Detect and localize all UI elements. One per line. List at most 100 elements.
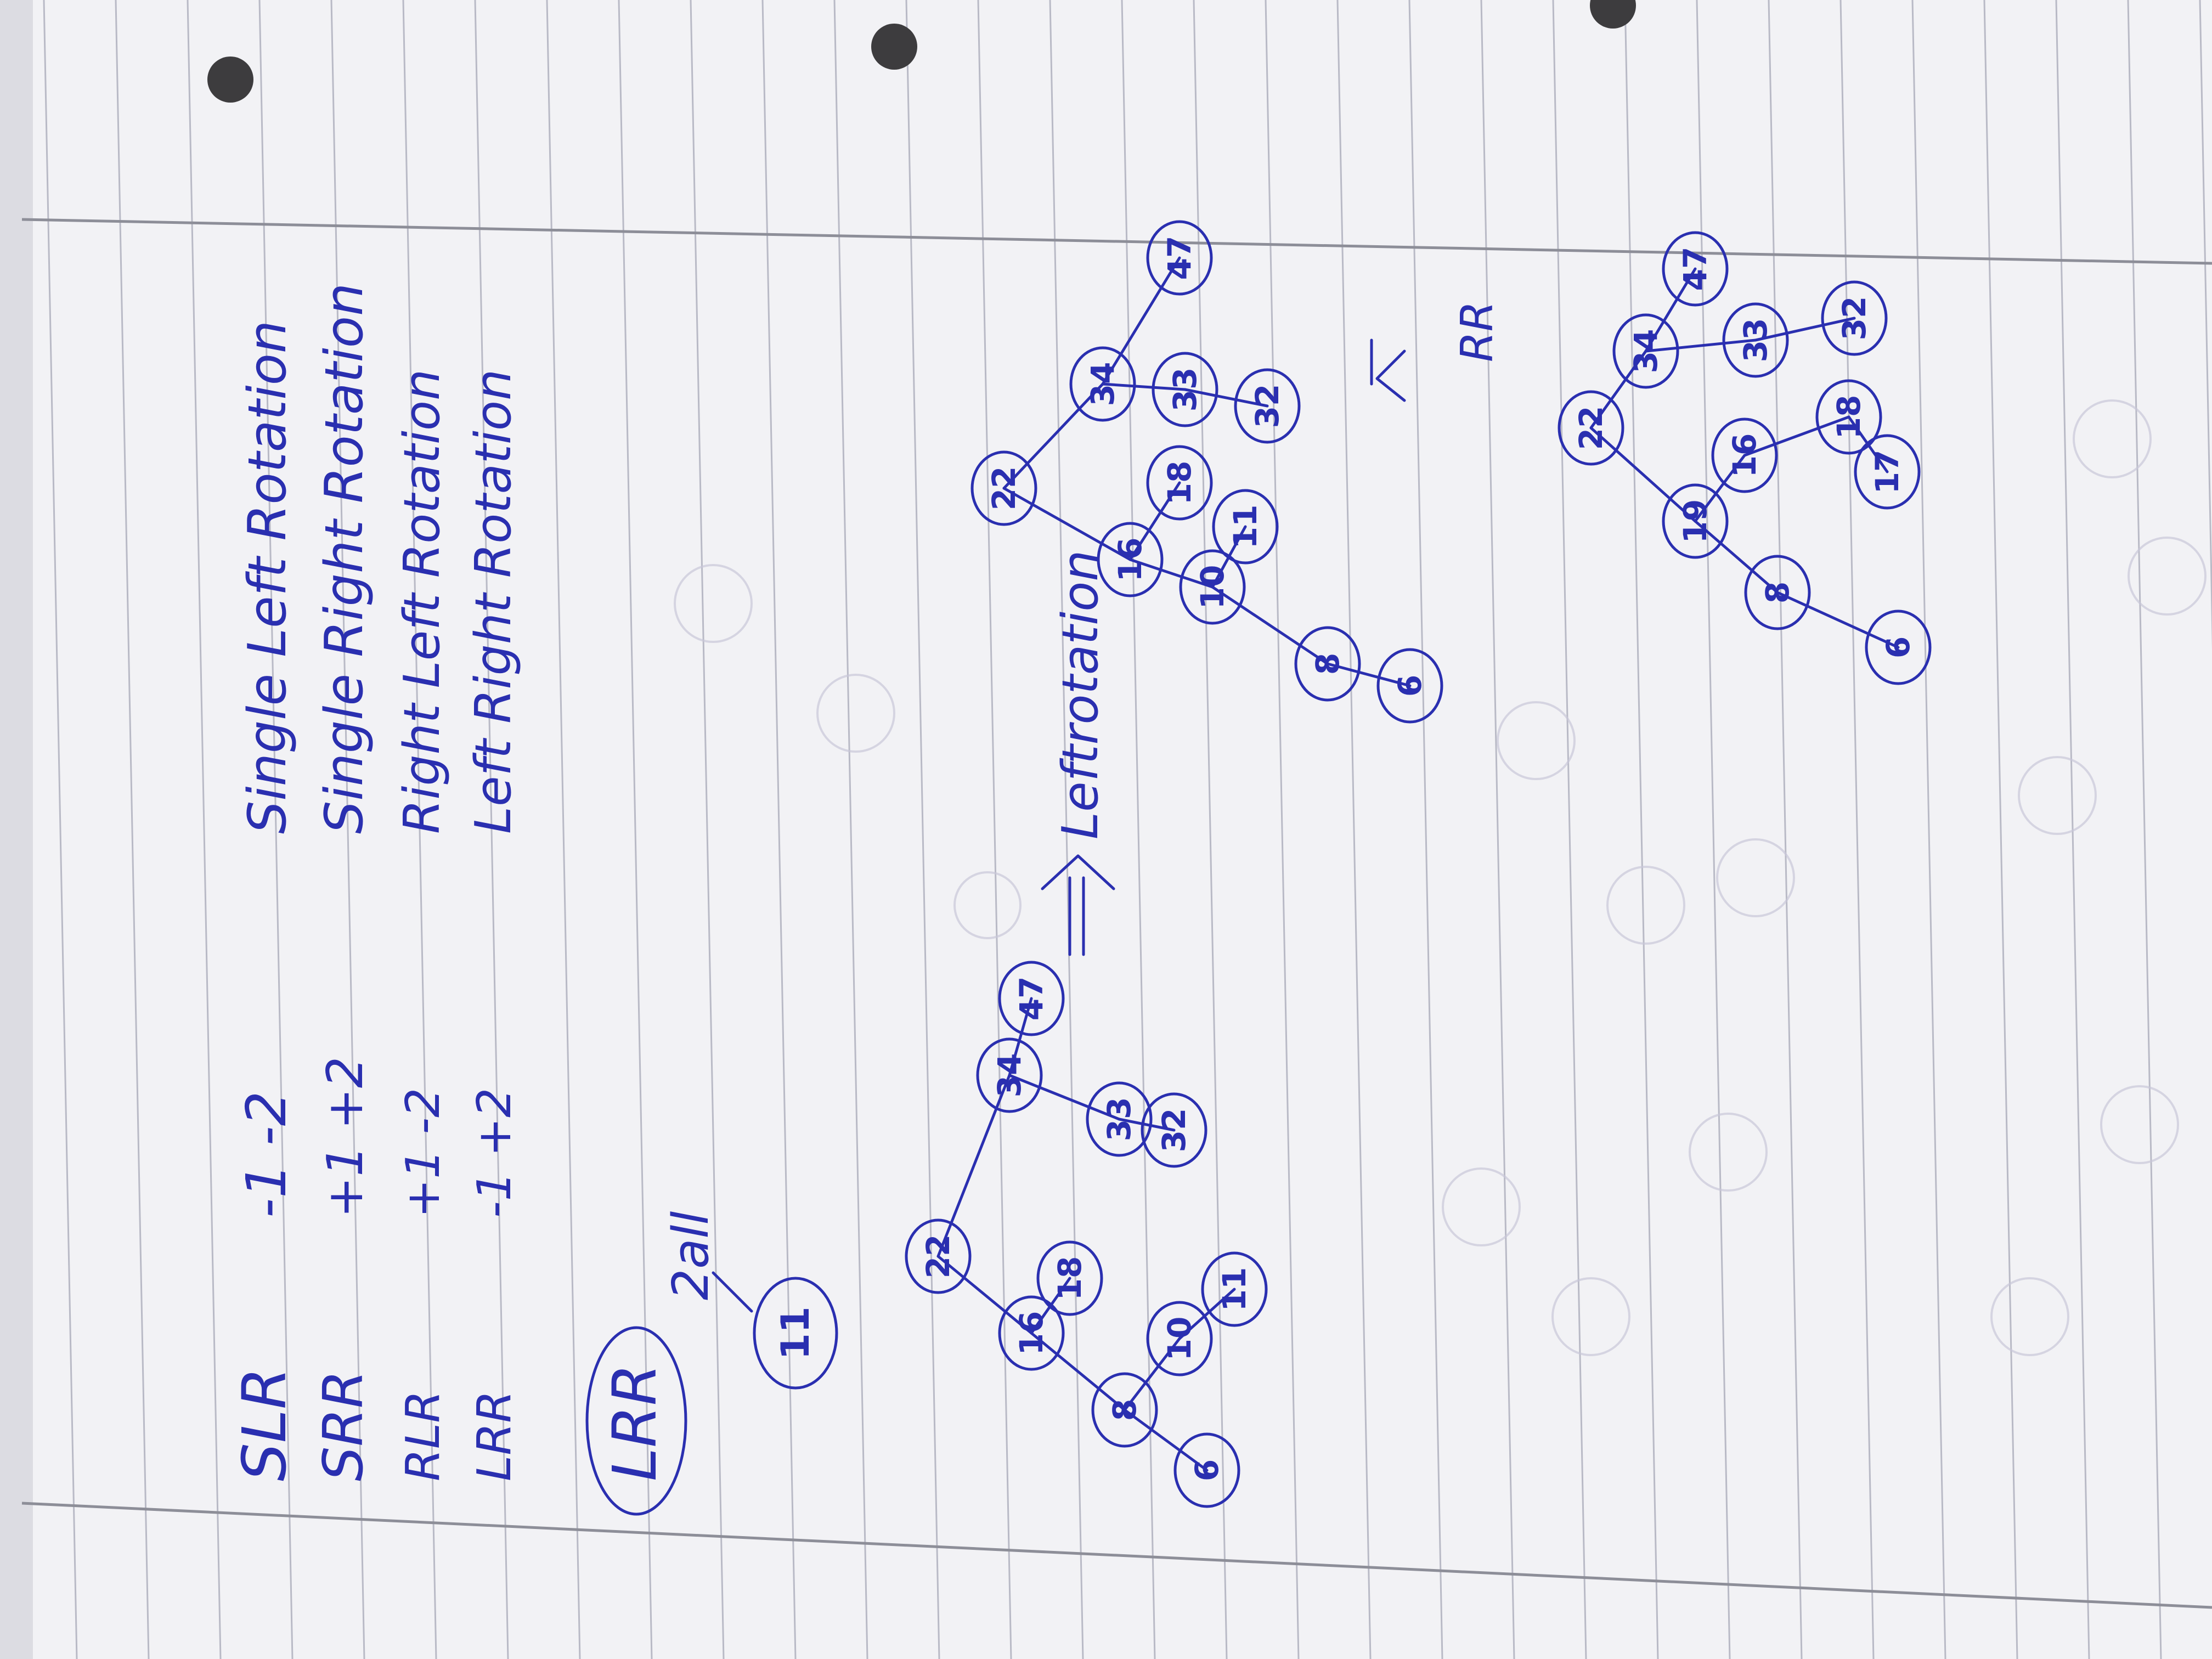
- ruled-line: [833, 0, 868, 1659]
- tree-node: [1173, 1432, 1240, 1508]
- tree-node-label: 33: [1737, 318, 1774, 363]
- arrow-label: Leftrotation: [1052, 550, 1109, 839]
- tree-node-label: 22: [919, 1234, 957, 1279]
- tree-edge: [1030, 1331, 1126, 1412]
- tree-node-label: 33: [1166, 368, 1204, 412]
- ruled-line: [690, 0, 725, 1659]
- tree-node: [1097, 522, 1164, 597]
- tree-edge: [1743, 415, 1850, 457]
- ruled-line: [618, 0, 653, 1659]
- tree-node-label: 34: [1627, 329, 1664, 374]
- tree-node: [1141, 1092, 1207, 1168]
- tree-node-label: 16: [1013, 1311, 1050, 1356]
- ruled-line: [402, 0, 437, 1659]
- tree-node-label: 17: [1869, 450, 1906, 494]
- tree-node: [998, 1295, 1065, 1371]
- tree-node-label: 22: [1572, 406, 1610, 450]
- tree-node: [1146, 445, 1213, 521]
- tree-node-label: 19: [1677, 499, 1714, 544]
- legend-meaning: Single Left Rotation: [238, 320, 298, 834]
- tree-node: [1212, 489, 1279, 565]
- ruled-line: [115, 0, 150, 1659]
- tree-node: [1146, 1301, 1213, 1376]
- legend-code: SRR: [311, 1370, 375, 1481]
- ruled-line: [2199, 0, 2212, 650]
- ruled-line: [43, 0, 78, 1659]
- tree-node: [1201, 1251, 1268, 1327]
- tree-node-label: 32: [1249, 384, 1286, 428]
- ruled-line: [1768, 0, 1803, 1659]
- tree-node-label: 11: [1216, 1267, 1253, 1312]
- tree-node: [1815, 379, 1882, 455]
- tree-edge: [936, 1074, 1011, 1258]
- tree-node-label: 22: [985, 466, 1023, 511]
- tree-node-label: 8: [1309, 653, 1346, 675]
- ruled-lines: [43, 0, 2212, 1659]
- tree-node: [1152, 352, 1218, 427]
- tree-edge: [1123, 1337, 1181, 1412]
- tree-node: [970, 450, 1037, 526]
- ruled-line: [905, 0, 940, 1659]
- tree-node-label: 8: [1106, 1399, 1143, 1421]
- tree-node-label: 32: [1155, 1108, 1193, 1153]
- tree-node-label: 18: [1051, 1256, 1088, 1301]
- punch-hole: [1590, 0, 1636, 29]
- legend-meaning: Left Right Rotation: [465, 369, 522, 834]
- tree-node-label: 8: [1759, 582, 1796, 603]
- ruled-line: [474, 0, 509, 1659]
- ruled-line: [1265, 0, 1300, 1659]
- tree-node-label: 6: [1188, 1459, 1226, 1481]
- legend-balance: -1 +2: [467, 1088, 522, 1218]
- tree-node: [1821, 280, 1888, 356]
- tree-edge: [1326, 662, 1412, 687]
- tree-node: [1036, 1240, 1103, 1316]
- ruled-line: [187, 0, 222, 1659]
- tree-edge: [1008, 1074, 1121, 1121]
- punch-hole: [207, 57, 253, 103]
- tree-node-label: 16: [1111, 538, 1149, 582]
- ruled-line: [761, 0, 797, 1659]
- tree-edge: [1128, 481, 1181, 561]
- tree-node-label: 10: [1161, 1317, 1198, 1361]
- section-label: LRR: [585, 1326, 687, 1516]
- tree-node: [1722, 302, 1789, 378]
- legend-balance: +1 -2: [396, 1088, 450, 1218]
- tree-node: [1086, 1081, 1153, 1157]
- tree-node: [1179, 549, 1246, 625]
- step-label-text: 2all: [662, 1211, 720, 1300]
- tree-node: [1662, 231, 1729, 307]
- tree-edge: [1123, 1408, 1209, 1472]
- ruled-line: [1193, 0, 1228, 1659]
- tree-edge: [1008, 997, 1033, 1077]
- ruled-line: [330, 0, 365, 1659]
- rr-label: RR: [1452, 301, 1503, 362]
- ruled-line: [2055, 0, 2090, 1659]
- legend-balance: +1 +2: [317, 1057, 374, 1218]
- tree-node-label: 10: [1194, 565, 1231, 610]
- tree-node-label: 33: [1101, 1097, 1138, 1142]
- ruled-line: [1552, 0, 1587, 1659]
- tree-edge: [1644, 338, 1757, 353]
- ruled-line: [1121, 0, 1156, 1659]
- legend-meaning: Single Right Rotation: [314, 283, 375, 834]
- rr-arrow: RR: [1370, 301, 1503, 402]
- ruled-line: [1911, 0, 1946, 1659]
- tree-edge: [1178, 1288, 1236, 1340]
- legend: SLR -1 -2 Single Left Rotation SRR +1 +2…: [229, 283, 522, 1481]
- legend-meaning: Right Left Rotation: [393, 369, 451, 834]
- ruled-line: [1696, 0, 1731, 1659]
- added-node: 11: [773, 1306, 818, 1359]
- tree-node: [1662, 483, 1729, 559]
- tree-node: [1711, 417, 1778, 493]
- tree-edge: [1002, 382, 1104, 490]
- ruled-line: [1839, 0, 1875, 1659]
- ruled-line: [1336, 0, 1372, 1659]
- ruled-line: [1624, 0, 1659, 1659]
- tree-edge: [1101, 382, 1187, 391]
- legend-row: SRR +1 +2 Single Right Rotation: [311, 283, 375, 1481]
- tree-edge: [1776, 591, 1900, 649]
- legend-code: SLR: [229, 1367, 300, 1481]
